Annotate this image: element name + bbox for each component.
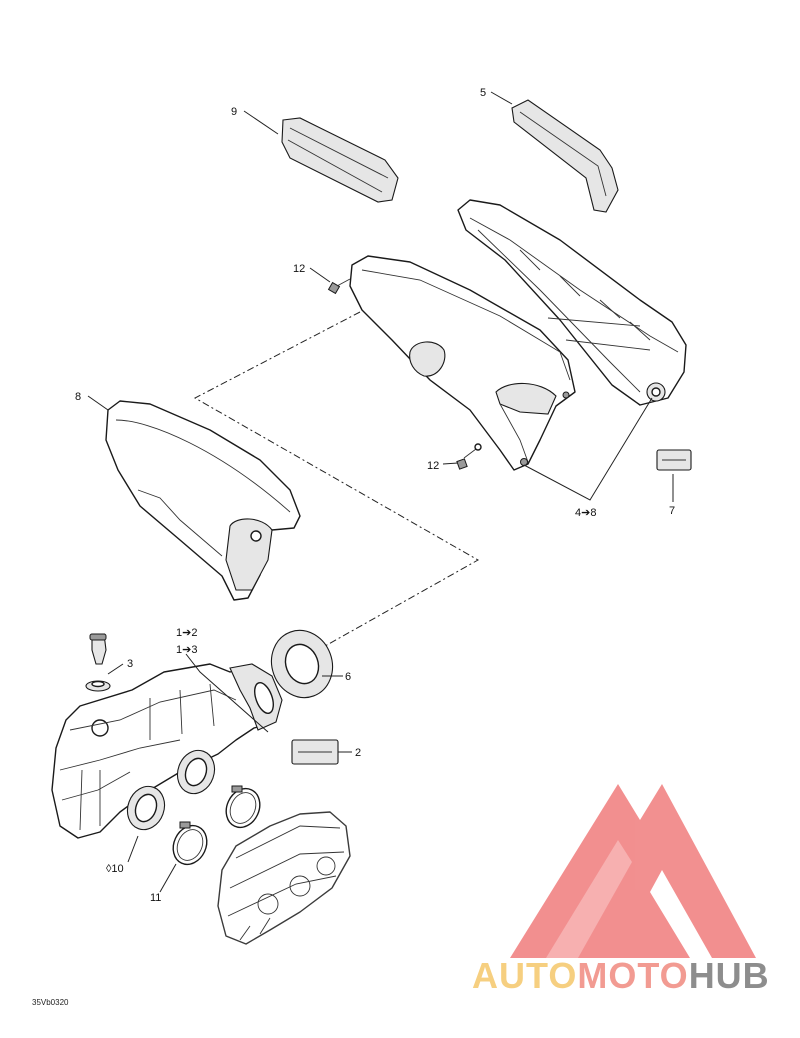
part-5-foam-strip	[511, 99, 619, 213]
part-12-screw-upper	[327, 278, 351, 295]
callout-7: 7	[669, 505, 675, 517]
logo-text-auto: AUTO	[472, 955, 577, 996]
callout-1-3: 1➔3	[176, 644, 197, 656]
assembly-lines	[193, 311, 480, 651]
callout-5: 5	[480, 87, 486, 99]
callout-1-2: 1➔2	[176, 627, 197, 639]
callout-9: 9	[231, 106, 237, 118]
callout-4-8: 4➔8	[575, 507, 596, 519]
callout-8: 8	[75, 391, 81, 403]
part-3-vent-plug	[85, 633, 111, 692]
part-6-gasket-ring	[270, 629, 334, 699]
callout-11: 11	[150, 892, 161, 904]
svg-text:AUTOMOTOHUB: AUTOMOTOHUB	[472, 955, 770, 996]
part-8-airbox-lower	[105, 400, 301, 601]
airbox-cover	[349, 255, 576, 471]
part-11-clamps	[172, 785, 261, 866]
logo-text-moto: MOTO	[577, 955, 688, 996]
leader-lines	[87, 91, 674, 893]
callout-10: ◊10	[106, 863, 124, 875]
watermark-logo: AUTOMOTOHUB	[472, 784, 770, 996]
callout-6: 6	[345, 671, 351, 683]
logo-text-hub: HUB	[689, 955, 770, 996]
callout-12-upper: 12	[293, 263, 305, 275]
part-7-label	[656, 449, 692, 471]
callout-12-lower: 12	[427, 460, 439, 472]
logo-triangle-icon	[510, 784, 756, 958]
airbox-upper-housing	[457, 199, 687, 406]
part-1-intake-silencer	[51, 663, 283, 839]
part-9-foam-strip	[281, 117, 399, 203]
part-12-screw-lower	[456, 443, 482, 470]
callout-labels: 9 5 12 8 12 4➔8 7 1➔2 1➔3 3 6 2 ◊10 11	[75, 87, 675, 904]
callout-3: 3	[127, 658, 133, 670]
callout-2: 2	[355, 747, 361, 759]
part-2-label	[291, 739, 339, 765]
reference-code: 35Vb0320	[32, 998, 69, 1007]
engine-throttle-body	[217, 811, 351, 945]
